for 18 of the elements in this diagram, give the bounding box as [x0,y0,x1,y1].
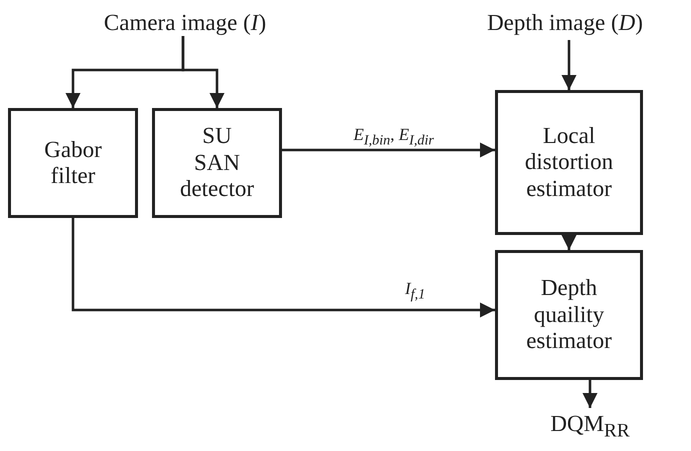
box-label: Depth quaility estimator [525,275,613,355]
arrow [72,218,495,318]
process-box [152,108,282,218]
box-label: SU SAN detector [178,123,256,203]
edge-label: E$_{I,bin}$, E$_{I,dir}$ [352,126,436,148]
process-box [8,108,138,218]
arrow [282,142,495,158]
arrow [562,40,576,90]
label-text: Depth image (D) [487,10,643,36]
arrow [562,235,576,250]
process-box [495,250,643,380]
arrow [582,380,598,408]
label-text: DQM$_{RR}$ [550,411,630,443]
box-label: Gabor filter [43,136,103,190]
arrow [182,36,224,108]
label-text: Camera image (I) [104,10,266,36]
process-box [495,90,643,235]
box-label: Local distortion estimator [524,122,614,202]
